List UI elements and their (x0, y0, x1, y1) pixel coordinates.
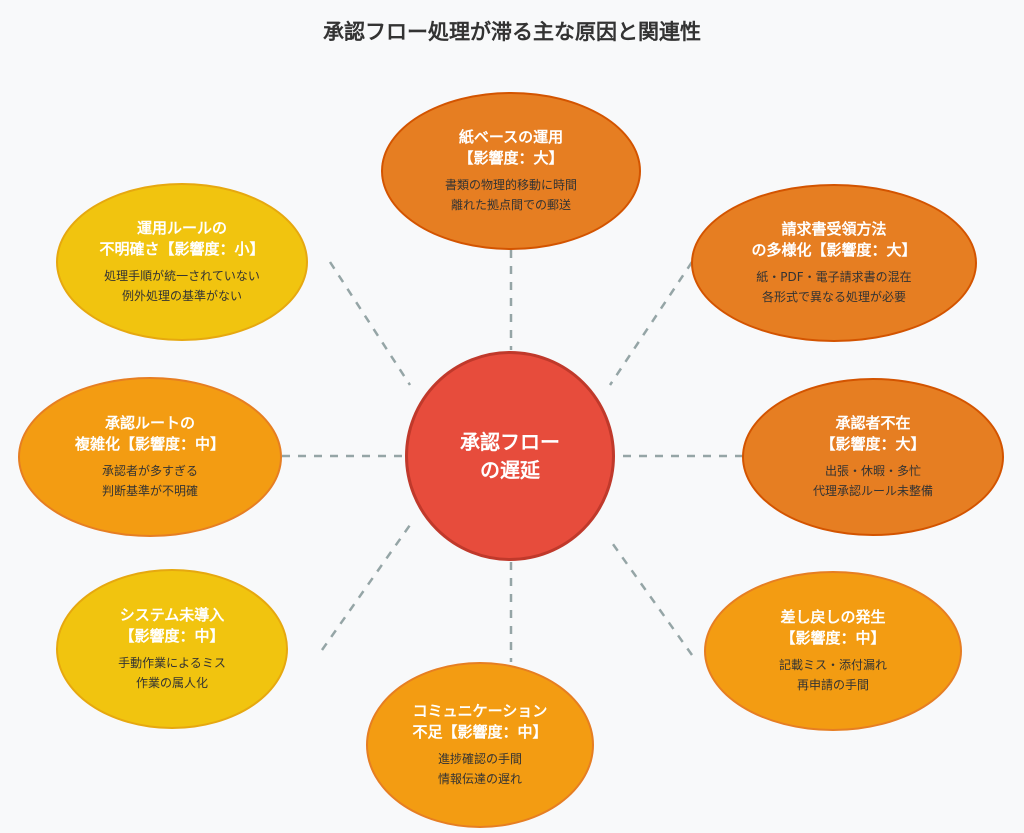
cause-detail: 承認者が多すぎる 判断基準が不明確 (101, 464, 198, 498)
cause-paper: 紙ベースの運用 【影響度：大】 書類の物理的移動に時間 離れた拠点間での郵送 (381, 92, 641, 250)
cause-title: 紙ベースの運用 【影響度：大】 (458, 128, 564, 167)
cause-title: システム未導入 【影響度：中】 (119, 606, 225, 645)
cause-title: 承認者不在 【影響度：大】 (820, 414, 926, 453)
connector-return (608, 539, 694, 656)
cause-detail: 出張・休暇・多忙 代理承認ルール未整備 (812, 464, 933, 498)
cause-detail: 書類の物理的移動に時間 離れた拠点間での郵送 (444, 178, 577, 212)
connector-rule (328, 261, 412, 386)
cause-invoice: 請求書受領方法 の多様化【影響度：大】 紙・PDF・電子請求書の混在 各形式で異… (691, 184, 977, 342)
cause-title: コミュニケーション 不足【影響度：中】 (412, 702, 548, 741)
cause-system: システム未導入 【影響度：中】 手動作業によるミス 作業の属人化 (56, 569, 288, 729)
cause-detail: 手動作業によるミス 作業の属人化 (118, 656, 226, 690)
diagram-title: 承認フロー処理が滞る主な原因と関連性 (323, 20, 701, 44)
cause-communication: コミュニケーション 不足【影響度：中】 進捗確認の手間 情報伝達の遅れ (366, 662, 594, 828)
cause-detail: 処理手順が統一されていない 例外処理の基準がない (104, 269, 260, 303)
cause-title: 差し戻しの発生 【影響度：中】 (780, 608, 886, 647)
cause-absent: 承認者不在 【影響度：大】 出張・休暇・多忙 代理承認ルール未整備 (742, 378, 1004, 536)
cause-detail: 紙・PDF・電子請求書の混在 各形式で異なる処理が必要 (756, 270, 912, 304)
center-label: 承認フロー の遅延 (460, 430, 560, 482)
cause-title: 承認ルートの 複雑化【影響度：中】 (74, 414, 225, 453)
center-node: 承認フロー の遅延 (405, 351, 615, 561)
cause-route: 承認ルートの 複雑化【影響度：中】 承認者が多すぎる 判断基準が不明確 (18, 377, 282, 537)
cause-title: 請求書受領方法 の多様化【影響度：大】 (751, 220, 917, 259)
connector-system (320, 524, 412, 651)
cause-title: 運用ルールの 不明確さ【影響度：小】 (99, 219, 265, 258)
cause-detail: 進捗確認の手間 情報伝達の遅れ (437, 752, 522, 786)
cause-detail: 記載ミス・添付漏れ 再申請の手間 (778, 658, 887, 692)
cause-return: 差し戻しの発生 【影響度：中】 記載ミス・添付漏れ 再申請の手間 (704, 571, 962, 731)
connector-invoice (608, 261, 694, 386)
cause-rule: 運用ルールの 不明確さ【影響度：小】 処理手順が統一されていない 例外処理の基準… (56, 183, 308, 341)
